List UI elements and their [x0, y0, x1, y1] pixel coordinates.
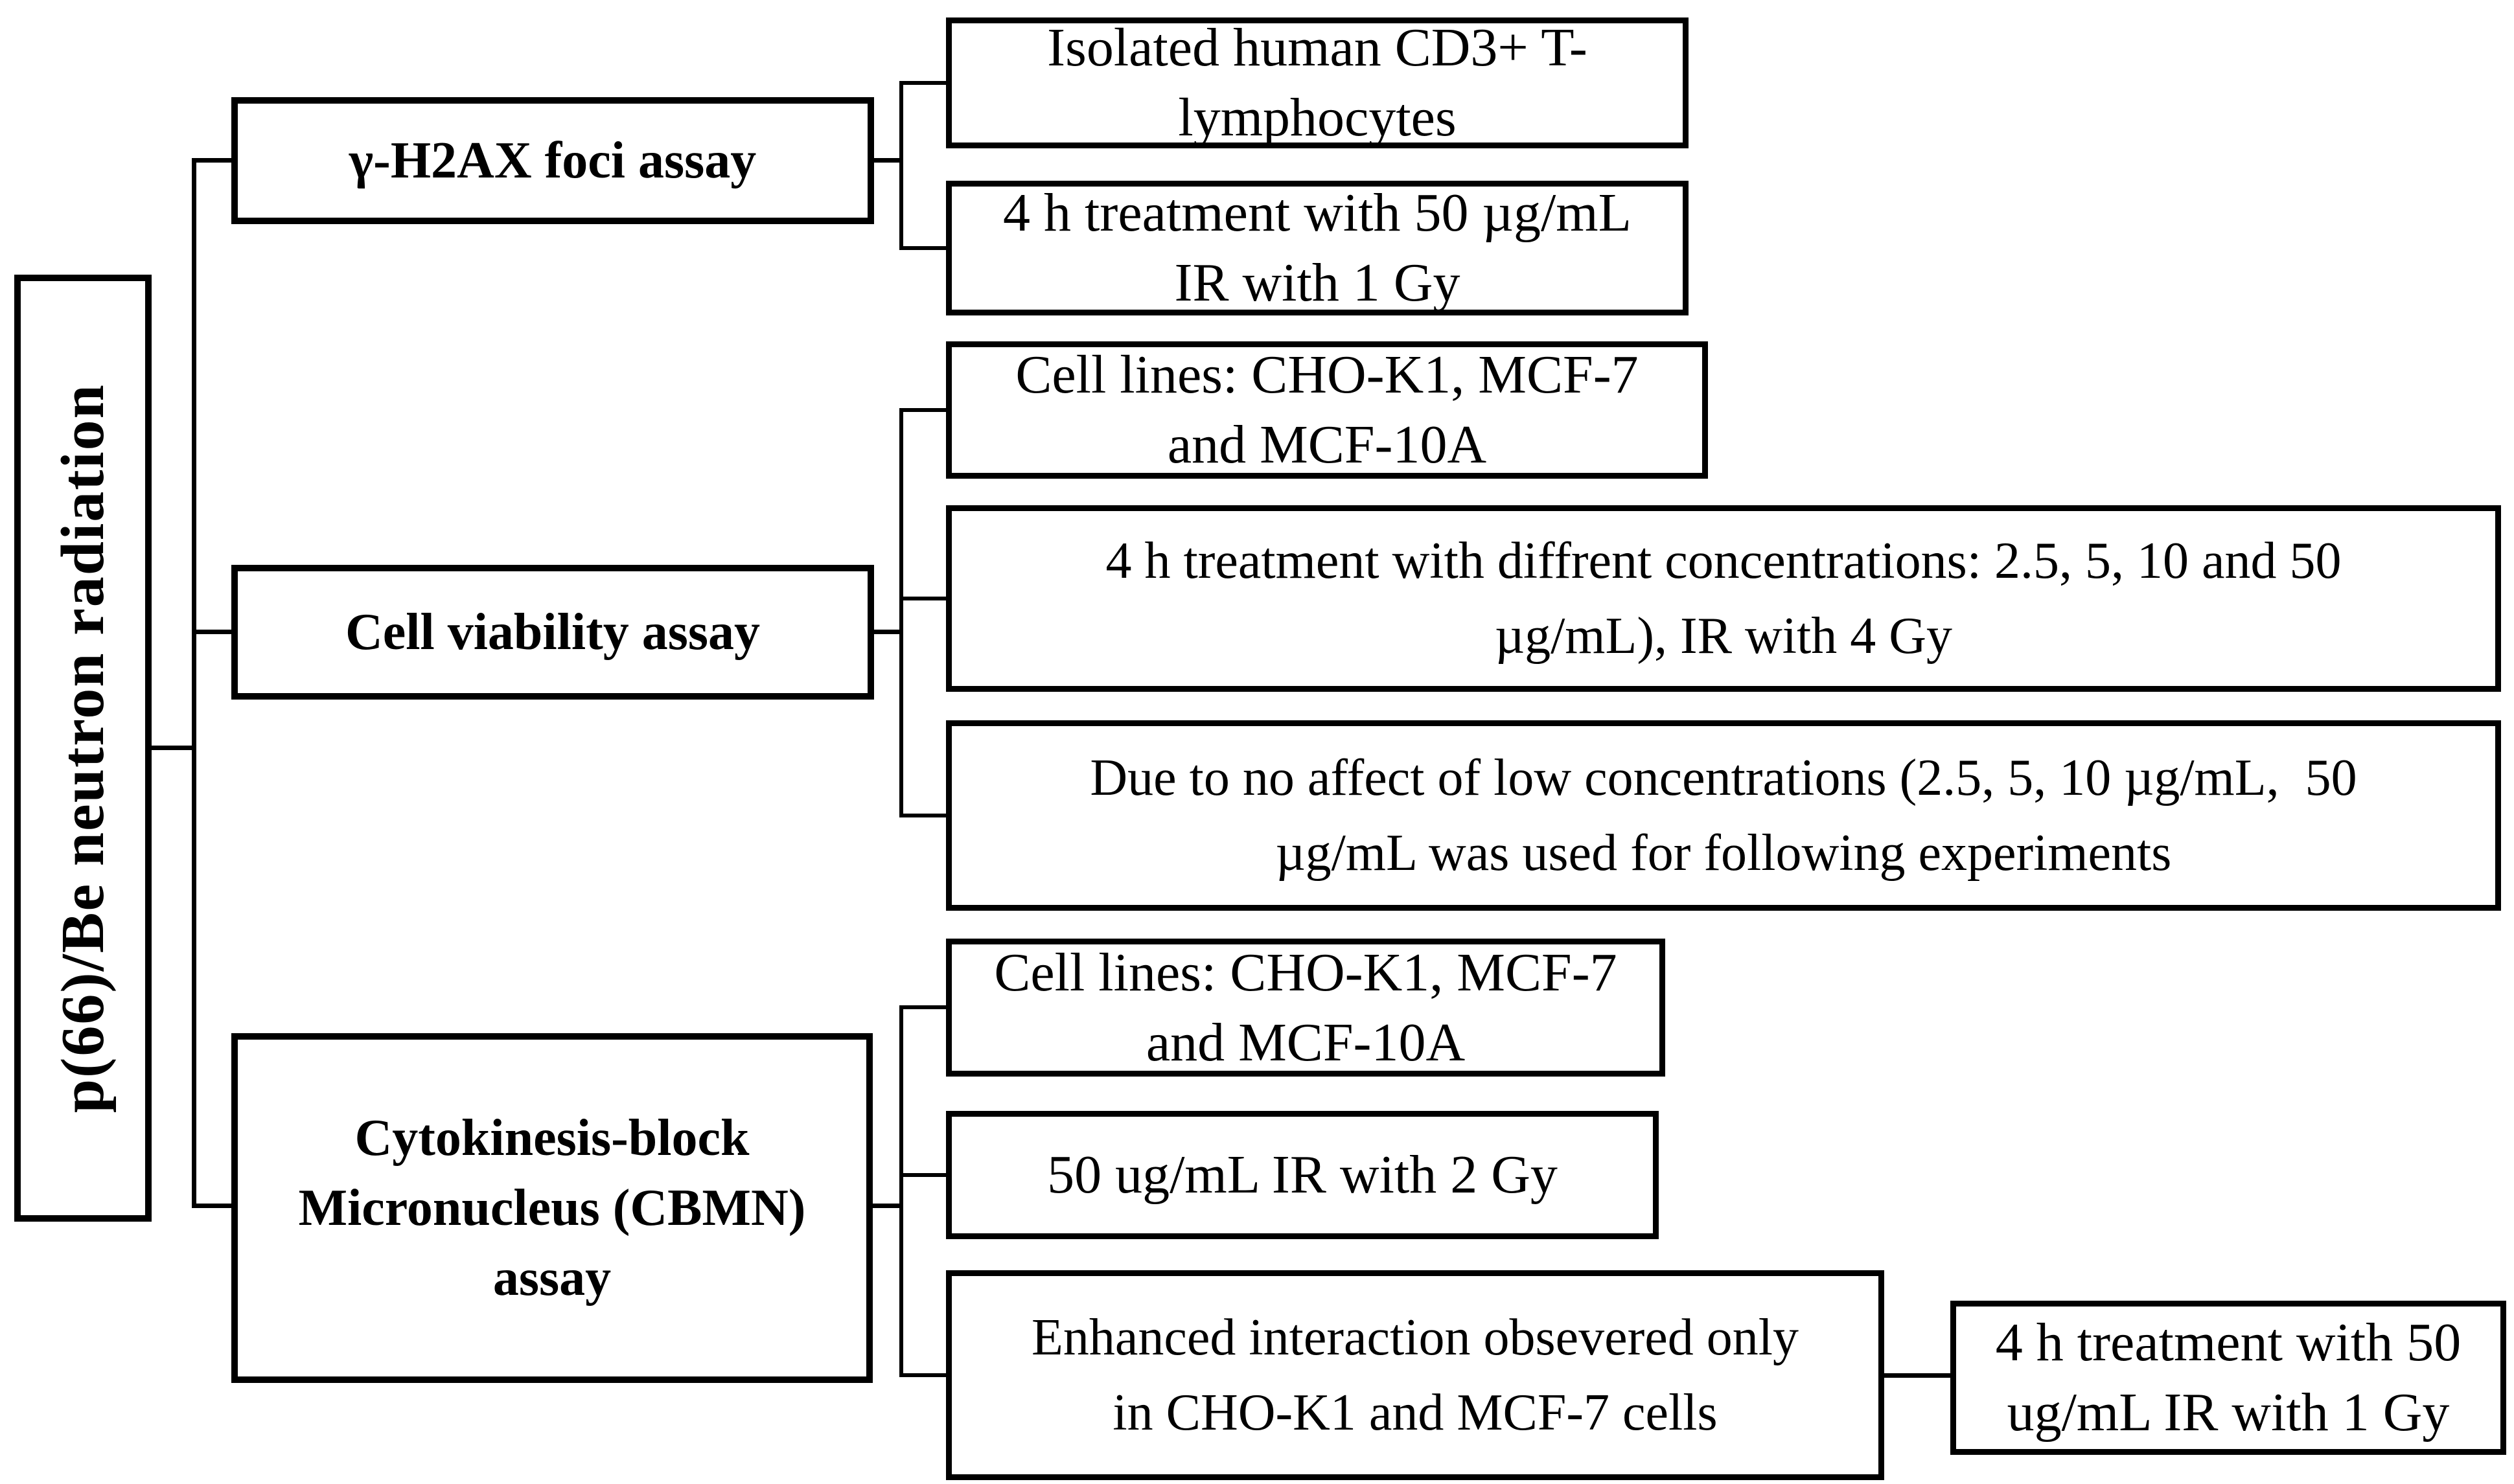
detail-box-enhanced-interaction: Enhanced interaction obsevered only in CH… [946, 1270, 1884, 1480]
detail-box-low-concentration-note: Due to no affect of low concentrations (… [946, 720, 2501, 911]
text-line: assay [492, 1250, 612, 1307]
text-line: Isolated human CD3+ T- [1047, 17, 1587, 78]
text-line: lymphocytes [1178, 87, 1457, 148]
text-line: Due to no affect of low concentrations (… [1090, 749, 2357, 806]
connector-enhanced-to-followup [1880, 1373, 1952, 1378]
connector-trunk-to-branch-1 [192, 158, 236, 163]
detail-box-cell-lines-cbmn: Cell lines: CHO-K1, MCF-7 and MCF-10A [946, 939, 1665, 1077]
connector-branch2-bracket [899, 408, 903, 817]
connector-branch3-stub-bottom [899, 1373, 949, 1377]
text-line: 50 ug/mL IR with 2 Gy [1047, 1145, 1558, 1205]
assay-label: Cell viability assay [345, 604, 761, 661]
connector-trunk-vertical [192, 158, 196, 1208]
connector-branch3-stub-middle [899, 1173, 949, 1177]
text-line: Cell lines: CHO-K1, MCF-7 [994, 942, 1617, 1003]
connector-branch2-stub-middle [899, 597, 949, 600]
assay-label: γ-H2AX foci assay [349, 132, 757, 189]
connector-branch2-stub-bottom [899, 814, 949, 817]
assay-box-gamma-h2ax: γ-H2AX foci assay [231, 97, 874, 224]
root-label-box: p(66)/Be neutron radiation [14, 275, 152, 1222]
text-line: ug/mL IR with 1 Gy [2007, 1382, 2450, 1443]
detail-box-followup-1gy: 4 h treatment with 50 ug/mL IR with 1 Gy [1950, 1301, 2506, 1455]
detail-box-2gy: 50 ug/mL IR with 2 Gy [946, 1111, 1659, 1239]
connector-branch1-stub-bottom [899, 246, 949, 250]
detail-box-cell-lines-viability: Cell lines: CHO-K1, MCF-7 and MCF-10A [946, 341, 1708, 479]
connector-branch1-stub-top [899, 81, 949, 85]
connector-branch1-bracket [899, 81, 903, 250]
text-line: 4 h treatment with diffrent concentratio… [1105, 532, 2342, 589]
text-line: µg/mL was used for following experiments [1275, 825, 2172, 882]
connector-root-to-trunk [148, 746, 196, 750]
text-line: Cell lines: CHO-K1, MCF-7 [1015, 345, 1639, 405]
text-line: Enhanced interaction obsevered only [1032, 1309, 1799, 1366]
connector-branch1-main [871, 158, 903, 163]
text-line: IR with 1 Gy [1174, 253, 1460, 313]
connector-trunk-to-branch-3 [192, 1204, 236, 1208]
text-line: 4 h treatment with 50 [1995, 1312, 2462, 1373]
connector-branch3-stub-top [899, 1005, 949, 1009]
detail-box-concentrations-4gy: 4 h treatment with diffrent concentratio… [946, 505, 2501, 692]
text-line: and MCF-10A [1167, 415, 1487, 475]
connector-branch3-bracket [899, 1005, 903, 1377]
text-line: 4 h treatment with 50 µg/mL [1003, 183, 1632, 244]
connector-branch2-stub-top [899, 408, 949, 412]
text-line: and MCF-10A [1146, 1012, 1466, 1073]
root-label: p(66)/Be neutron radiation [49, 383, 117, 1113]
assay-box-cell-viability: Cell viability assay [231, 565, 874, 700]
text-line: µg/mL), IR with 4 Gy [1494, 608, 1953, 665]
connector-branch3-main [870, 1204, 903, 1208]
text-line: in CHO-K1 and MCF-7 cells [1113, 1384, 1718, 1441]
text-line: Cytokinesis-block [354, 1110, 750, 1167]
detail-box-treatment-1gy: 4 h treatment with 50 µg/mL IR with 1 Gy [946, 181, 1689, 315]
connector-trunk-to-branch-2 [192, 630, 236, 634]
connector-branch2-main [871, 630, 903, 634]
detail-box-isolated-lymphocytes: Isolated human CD3+ T-lymphocytes [946, 17, 1689, 148]
text-line: Micronucleus (CBMN) [298, 1180, 806, 1237]
